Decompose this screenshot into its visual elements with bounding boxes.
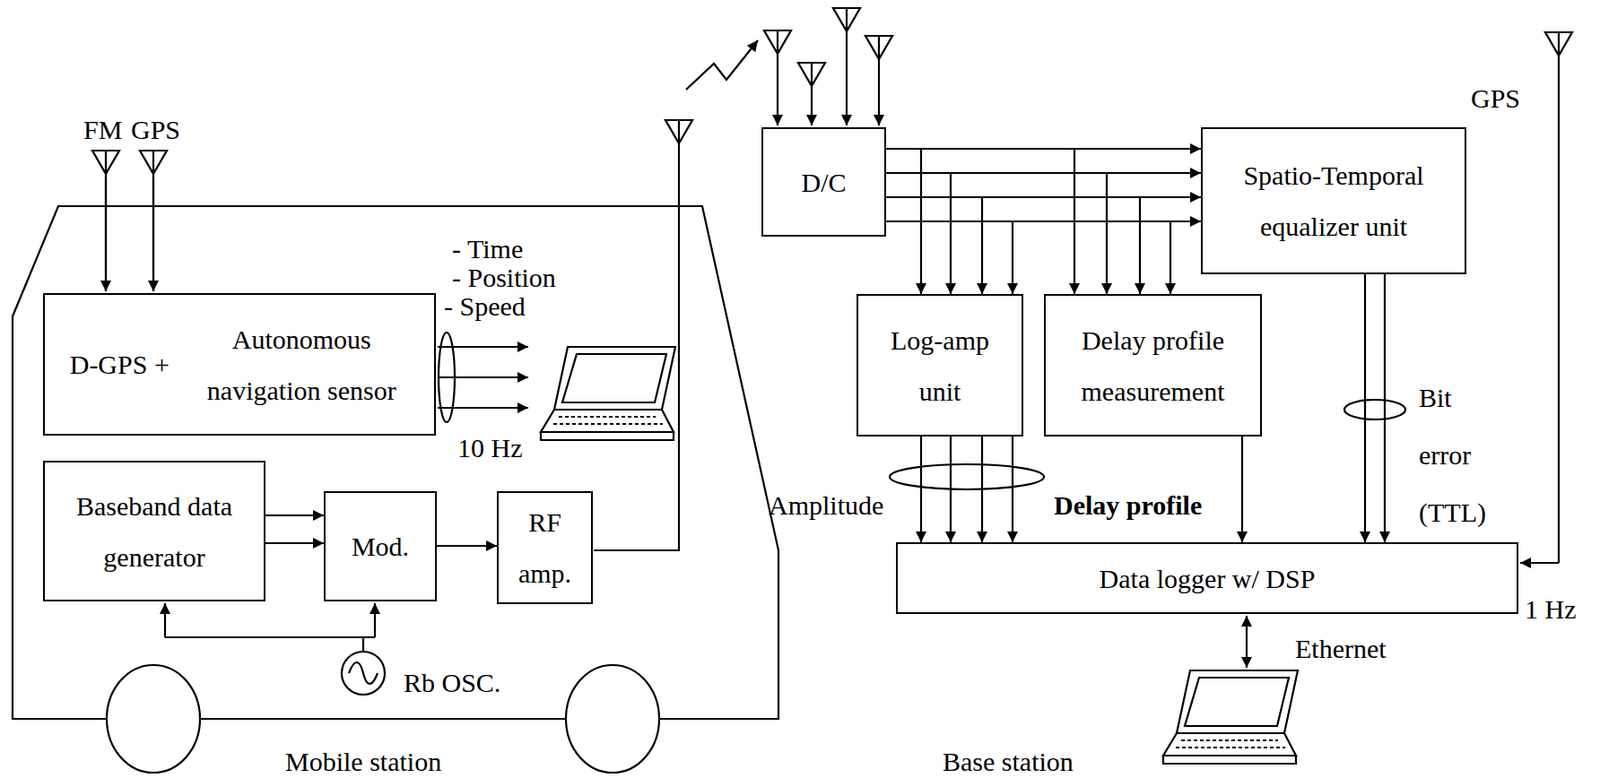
signal-arrow <box>373 603 376 638</box>
signal-arrow <box>152 179 155 292</box>
process-box: Data logger w/ DSP <box>895 542 1519 615</box>
annotation-label: Amplitude <box>768 490 884 522</box>
annotation-label: 10 Hz <box>457 433 522 465</box>
signal-arrow <box>810 86 813 126</box>
signal-arrow <box>1520 562 1559 565</box>
signal-arrow <box>845 31 848 126</box>
annotation-label: GPS <box>130 114 181 147</box>
signal-arrow <box>981 436 983 543</box>
annotation-label: GPS <box>1470 83 1521 115</box>
signal-arrow <box>920 436 922 543</box>
annotation-label: - Position <box>452 262 557 295</box>
signal-arrow <box>949 436 952 543</box>
process-box: Mod. <box>323 491 437 602</box>
ethernet-arrow <box>1245 616 1248 669</box>
signal-arrow <box>1364 274 1366 543</box>
signal-arrow <box>437 376 529 379</box>
annotation-label: Base station <box>942 747 1074 778</box>
signal-arrow <box>776 53 779 126</box>
signal-arrow <box>886 197 1140 295</box>
signal-arrow <box>437 346 529 348</box>
annotation-label: Bit error (TTL) <box>1418 369 1487 542</box>
antenna-symbol <box>1545 32 1573 564</box>
process-box: RF amp. <box>496 491 593 605</box>
signal-arrow <box>1241 436 1244 543</box>
antenna-symbol <box>865 35 893 60</box>
process-box: Log-amp unit <box>856 294 1024 437</box>
annotation-label: Ethernet <box>1295 634 1387 666</box>
bus-bracket <box>889 464 1044 490</box>
annotation-label: Rb OSC. <box>403 668 501 700</box>
signal-arrow <box>886 173 1107 295</box>
signal-arrow <box>265 514 324 517</box>
signal-arrow <box>437 407 529 409</box>
clock-wire <box>165 637 375 653</box>
signal-arrow <box>886 173 951 295</box>
annotation-label: FM <box>83 114 122 147</box>
process-box: D-GPS + Autonomous navigation sensor <box>43 293 436 436</box>
box-text: Log-amp unit <box>870 314 1009 418</box>
signal-arrow <box>164 603 166 638</box>
bus-bracket <box>1344 400 1406 420</box>
signal-arrow <box>436 545 497 548</box>
radio-wave <box>686 40 758 90</box>
antenna-symbol <box>764 30 792 54</box>
bus-bracket <box>438 332 455 423</box>
antenna-symbol <box>798 62 826 87</box>
antenna-symbol <box>833 8 861 32</box>
process-box: D/C <box>761 127 887 237</box>
antenna-symbol <box>92 150 120 292</box>
signal-arrow <box>878 59 880 126</box>
oscillator-symbol <box>341 652 385 696</box>
signal-arrow <box>886 221 1171 295</box>
box-text: Data logger w/ DSP <box>1099 553 1316 605</box>
annotation-label: 1 Hz <box>1524 594 1576 627</box>
antenna-symbol <box>139 150 167 292</box>
signal-arrow <box>886 221 1013 295</box>
signal-arrow <box>1383 274 1386 543</box>
annotation-label: Mobile station <box>285 747 442 778</box>
laptop-icon <box>1163 670 1298 765</box>
signal-arrow <box>1011 436 1014 543</box>
signal-arrow <box>265 542 324 545</box>
box-text: Spatio-Temporal equalizer unit <box>1215 149 1453 253</box>
process-box: Spatio-Temporal equalizer unit <box>1200 127 1467 275</box>
signal-arrow <box>886 197 983 295</box>
annotation-label: - Time <box>452 234 523 266</box>
process-box: Delay profile measurement <box>1043 294 1262 437</box>
signal-arrow <box>104 179 107 292</box>
box-text: Baseband data generator <box>57 480 252 583</box>
box-text: RF amp. <box>511 496 579 600</box>
antenna-symbol <box>593 120 693 551</box>
box-text: D/C <box>800 156 846 209</box>
laptop-icon <box>540 347 676 441</box>
box-text: Delay profile measurement <box>1058 314 1248 418</box>
box-text: Mod. <box>351 521 409 573</box>
wheel <box>106 665 200 774</box>
annotation-label: Delay profile <box>1053 490 1202 522</box>
process-box: Baseband data generator <box>43 460 266 602</box>
van-outline <box>12 206 779 720</box>
box-text: D-GPS + <box>69 339 170 391</box>
box-text: Autonomous navigation sensor <box>193 313 409 417</box>
annotation-label: - Speed <box>443 291 526 323</box>
sine-symbol <box>348 662 378 685</box>
wheel <box>565 665 660 774</box>
